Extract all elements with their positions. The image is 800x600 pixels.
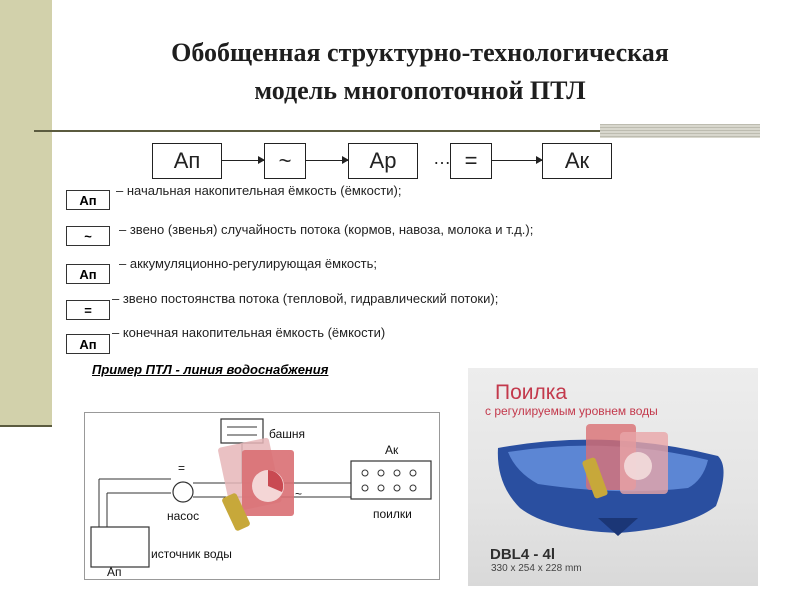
chain-arrow-2 [306,156,349,164]
chain-box-ak: Ак [542,143,612,179]
page-title: Обобщенная структурно-технологическая мо… [60,34,780,110]
side-bar [0,0,52,426]
legend-text-4: – звено постоянства потока (тепловой, ги… [112,291,499,306]
presentation-overlay-icon [218,437,294,531]
chain-arrow-1 [222,156,265,164]
chain-arrow-3 [492,156,543,164]
chain-dots: … [433,148,451,168]
legend-symbol-3: Ап [66,264,110,284]
diagram-label-drinkers: поилки [373,507,412,521]
legend-text-3: – аккумуляционно-регулирующая ёмкость; [119,256,377,271]
legend-text-1: – начальная накопительная ёмкость (ёмкос… [116,183,402,198]
diagram-label-an: Ап [107,565,122,579]
legend-symbol-4: = [66,300,110,320]
chain-box-equals: = [450,143,492,179]
diagram-label-pump: насос [167,509,200,523]
diagram-label-equals: = [178,461,186,475]
chain-box-ar: Ар [348,143,418,179]
diagram-label-tower: башня [269,427,306,441]
legend-text-2: – звено (звенья) случайность потока (кор… [119,222,534,237]
photo-model: DBL4 - 4l [490,546,556,563]
diagram-label-ak: Ак [385,443,399,457]
legend-symbol-5: Ап [66,334,110,354]
legend-symbol-1: Ап [66,190,110,210]
photo-dimensions: 330 x 254 x 228 mm [491,563,582,574]
title-line-2: модель многопоточной ПТЛ [254,76,586,105]
side-divider [0,425,52,427]
chain-box-tilde: ~ [264,143,306,179]
chain-box-an: Ап [152,143,222,179]
bowl-image [497,424,724,536]
title-rule [34,130,760,132]
rule-accent [600,124,760,138]
diagram-label-source: источник воды [151,547,232,561]
photo-title: Поилка [495,381,568,404]
example-caption: Пример ПТЛ - линия водоснабжения [92,362,329,377]
photo-subtitle: с регулируемым уровнем воды [485,404,658,418]
legend-symbol-2: ~ [66,226,110,246]
title-line-1: Обобщенная структурно-технологическая [171,38,669,67]
diagram-label-tilde: ~ [295,487,303,501]
product-photo [468,368,758,586]
legend-text-5: – конечная накопительная ёмкость (ёмкост… [112,325,386,340]
